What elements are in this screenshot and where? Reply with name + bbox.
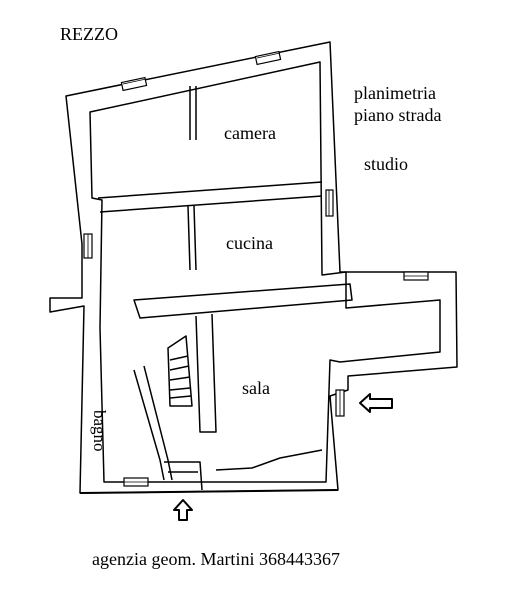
location-label: REZZO <box>60 24 118 44</box>
agency-footer: agenzia geom. Martini 368443367 <box>92 549 340 569</box>
room-label-sala: sala <box>242 378 270 398</box>
ground-line <box>79 489 339 494</box>
wall-camera-stub <box>189 86 197 140</box>
stairs-steps <box>169 355 192 399</box>
entrance-threshold <box>164 461 203 491</box>
window-top-right <box>254 50 282 66</box>
plan-title-line2: piano strada <box>354 105 442 125</box>
stairs-outline <box>167 335 193 407</box>
room-label-cucina: cucina <box>226 233 273 253</box>
wall-camera-cucina <box>97 181 323 213</box>
arrow-up-outline-icon <box>173 499 193 521</box>
window-right-wall <box>325 189 334 217</box>
room-label-studio: studio <box>364 154 409 174</box>
outer-wall-outline <box>49 41 458 494</box>
room-label-bagno: bagno <box>90 410 109 452</box>
inner-wall-outline <box>89 61 441 483</box>
plan-title-line1: planimetria <box>354 83 436 103</box>
room-label-camera: camera <box>224 123 276 143</box>
arrow-left-outline-icon <box>359 393 393 413</box>
wall-sala-pillar <box>195 313 217 433</box>
wall-sala-back <box>215 449 323 471</box>
window-top-left <box>120 76 148 92</box>
wall-cucina-stub <box>187 205 197 271</box>
wall-cucina-sala <box>133 283 353 319</box>
wall-bagno <box>133 365 173 481</box>
